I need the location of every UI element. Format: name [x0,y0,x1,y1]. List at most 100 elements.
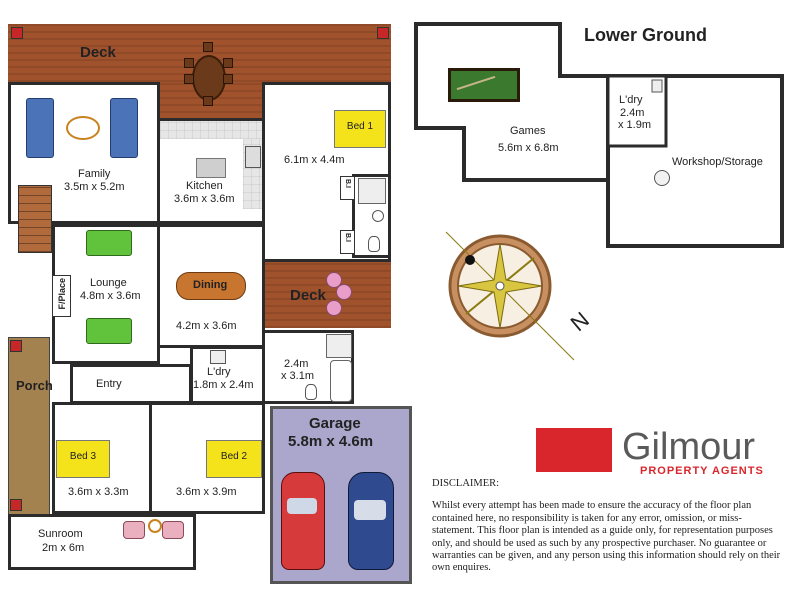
games-dim: 5.6m x 6.8m [498,142,559,154]
car-icon [348,472,394,570]
workshop-label: Workshop/Storage [672,156,763,168]
bi-label-1: B.I [344,179,351,188]
disclaimer-heading: DISCLAIMER: [432,478,500,489]
games-label: Games [510,125,546,137]
lower-ground-title: Lower Ground [584,25,707,45]
bi-label-2: B.I [344,233,351,242]
post-icon [10,340,22,352]
sofa-icon [26,98,54,158]
hot-water-icon [654,170,670,186]
kitchen-label: Kitchen [186,180,223,192]
family-dim: 3.5m x 5.2m [64,181,125,193]
entry-label: Entry [96,378,122,390]
chair-icon [184,74,194,84]
built-in-robe-1: B.I [340,176,355,200]
chair-icon [223,74,233,84]
car-windshield [287,498,317,514]
bed1-dim: 6.1m x 4.4m [284,154,345,166]
sofa-icon [86,230,132,256]
tub-icon [210,350,226,364]
toilet-icon [368,236,380,252]
brand-tagline: PROPERTY AGENTS [640,465,764,477]
bed3-label: Bed 3 [69,451,97,462]
lounge-dim: 4.8m x 3.6m [80,290,141,302]
room-entry [70,364,192,404]
bed2-label: Bed 2 [220,451,248,462]
deck-mid [265,262,391,328]
car-windshield [354,500,386,520]
laundry-tub [651,79,663,93]
lower-laundry-dim-1: 2.4m [620,107,645,119]
stairs-icon [18,185,52,253]
flower-table-icon [336,284,352,300]
bathroom-dim-2: x 3.1m [281,370,315,382]
coffee-table-icon [66,116,100,140]
post-icon [10,499,22,511]
sunroom-label: Sunroom [38,528,83,540]
island-icon [196,158,226,178]
chair-icon [203,42,213,52]
chair-icon [223,58,233,68]
post-icon [377,27,389,39]
compass-needle-main [445,231,575,361]
kitchen-dim: 3.6m x 3.6m [174,193,235,205]
laundry-dim: 1.8m x 2.4m [193,379,254,391]
bed2-dim: 3.6m x 3.9m [176,486,237,498]
dining-label: Dining [193,279,228,291]
shower-icon [358,178,386,204]
side-table-icon [148,519,162,533]
lower-laundry-label: L'dry [619,94,643,106]
bed3-icon: Bed 3 [56,440,110,478]
fireplace: F/Place [52,275,71,317]
sofa-icon [110,98,138,158]
basin-icon [372,210,384,222]
sofa-icon [86,318,132,344]
armchair-icon [123,521,145,539]
kitchen-bench [160,121,262,139]
bed1-label: Bed 1 [346,121,374,132]
pool-table-icon [448,68,520,102]
garage-label: Garage [309,415,361,432]
garage-dim: 5.8m x 4.6m [288,433,374,450]
games-room-outline [414,22,784,248]
bed2-icon: Bed 2 [206,440,262,478]
lower-laundry-dim-2: x 1.9m [618,119,652,131]
armchair-icon [162,521,184,539]
porch [8,337,50,516]
bath-icon [330,360,352,402]
deck-top [8,24,391,82]
bed3-dim: 3.6m x 3.3m [68,486,129,498]
sunroom-dim: 2m x 6m [42,542,85,554]
car-icon [281,472,325,570]
flower-table-icon [326,300,342,316]
shower-icon [326,334,352,358]
disclaimer-body: Whilst every attempt has been made to en… [432,500,781,574]
fireplace-label: F/Place [56,278,67,310]
compass-center-dot [465,255,475,265]
post-icon [11,27,23,39]
outdoor-table-icon [192,55,226,101]
games-room-walls [414,22,610,182]
bathroom-dim-1: 2.4m [284,358,309,370]
flower-table-icon [326,272,342,288]
family-label: Family [78,168,111,180]
bed1-icon: Bed 1 [334,110,386,148]
dining-table-icon [176,272,246,300]
chair-icon [203,96,213,106]
compass-needle-cross [465,257,535,315]
porch-label: Porch [16,378,53,393]
chair-icon [184,58,194,68]
compass-icon [445,231,575,361]
built-in-robe-2: B.I [340,230,355,254]
deck-mid-label: Deck [290,287,326,304]
stove-icon [245,146,261,168]
lounge-label: Lounge [90,277,127,289]
disclaimer: DISCLAIMER: Whilst every attempt has bee… [432,478,782,575]
brand-name: Gilmour [622,426,756,468]
compass-hub [495,281,505,291]
laundry-label: L'dry [207,366,231,378]
dining-dim: 4.2m x 3.6m [176,320,237,332]
toilet-icon [305,384,317,400]
deck-top-label: Deck [80,44,116,61]
brand-logo-mark [536,428,612,472]
